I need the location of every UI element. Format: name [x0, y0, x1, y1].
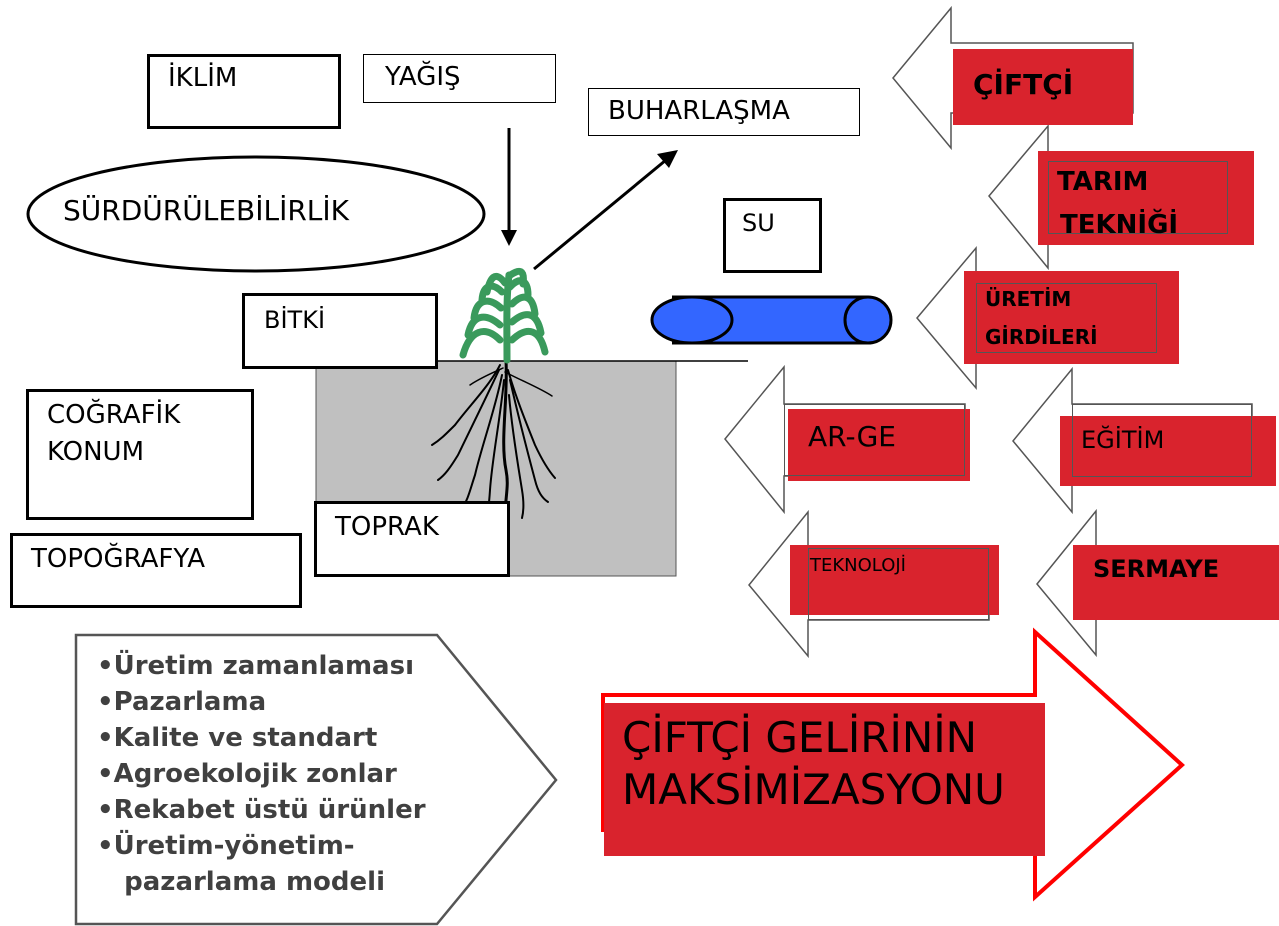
- label-teknigi: TEKNİĞİ: [1060, 210, 1179, 240]
- label-tarim: TARIM: [1057, 167, 1149, 197]
- list-item: pazarlama modeli: [97, 867, 385, 897]
- label-bitki: BİTKİ: [264, 306, 326, 334]
- red-box-goal: [604, 703, 1045, 856]
- frame-arge: [784, 404, 965, 476]
- frame-uretim: [976, 283, 1157, 353]
- list-item: •Rekabet üstü ürünler: [97, 795, 426, 825]
- label-iklim: İKLİM: [168, 63, 238, 93]
- red-box-uretim-girdileri: [964, 271, 1179, 364]
- practices-list: •Üretim zamanlaması •Pazarlama •Kalite v…: [97, 648, 426, 900]
- box-buharlasma: [588, 88, 860, 136]
- box-iklim: [147, 54, 341, 129]
- box-bitki: [242, 293, 438, 369]
- practices-pentagon: [74, 633, 558, 926]
- label-yagis: YAĞIŞ: [385, 62, 461, 92]
- list-item: •Agroekolojik zonlar: [97, 759, 397, 789]
- water-pipe: [650, 295, 893, 345]
- label-sermaye: SERMAYE: [1093, 555, 1220, 583]
- box-su: [723, 198, 822, 273]
- evaporation-arrow: [533, 150, 678, 271]
- list-item: •Üretim zamanlaması: [97, 651, 414, 681]
- label-toprak: TOPRAK: [335, 512, 439, 542]
- frame-tarim: [1048, 161, 1228, 234]
- label-arge: AR-GE: [808, 420, 896, 453]
- sustainability-ellipse: [26, 155, 486, 273]
- plant-leaves: [459, 267, 549, 364]
- list-item: •Pazarlama: [97, 687, 267, 717]
- red-box-sermaye: [1073, 545, 1279, 620]
- red-box-arge: [788, 409, 970, 481]
- goal-line-2: MAKSİMİZASYONU: [622, 765, 1005, 814]
- red-box-teknoloji: [790, 545, 999, 615]
- list-item: •Üretim-yönetim-: [97, 831, 355, 861]
- label-uretim: ÜRETİM: [985, 287, 1072, 311]
- label-topografya: TOPOĞRAFYA: [31, 544, 206, 574]
- label-ciftci: ÇİFTÇİ: [973, 68, 1074, 101]
- rain-arrow: [501, 128, 517, 246]
- frame-teknoloji: [808, 548, 989, 620]
- label-konum: KONUM: [47, 437, 145, 467]
- box-cografik-konum: [26, 389, 254, 520]
- frame-egitim: [1072, 404, 1252, 477]
- red-box-egitim: [1060, 416, 1276, 486]
- box-toprak: [314, 501, 510, 577]
- red-box-tarim-teknigi: [1038, 151, 1254, 245]
- box-topografya: [10, 533, 302, 608]
- red-box-ciftci: [953, 49, 1133, 125]
- goal-line-1: ÇİFTÇİ GELİRİNİN: [622, 713, 978, 762]
- label-teknoloji: TEKNOLOJİ: [810, 555, 906, 576]
- label-surdurulebilirlik: SÜRDÜRÜLEBİLİRLİK: [63, 194, 350, 227]
- label-su: SU: [742, 209, 775, 237]
- label-buharlasma: BUHARLAŞMA: [608, 96, 790, 126]
- label-egitim: EĞİTİM: [1081, 426, 1165, 454]
- label-girdileri: GİRDİLERİ: [985, 325, 1098, 349]
- box-yagis: [363, 54, 556, 103]
- list-item: •Kalite ve standart: [97, 723, 378, 753]
- label-cografik: COĞRAFİK: [47, 400, 181, 430]
